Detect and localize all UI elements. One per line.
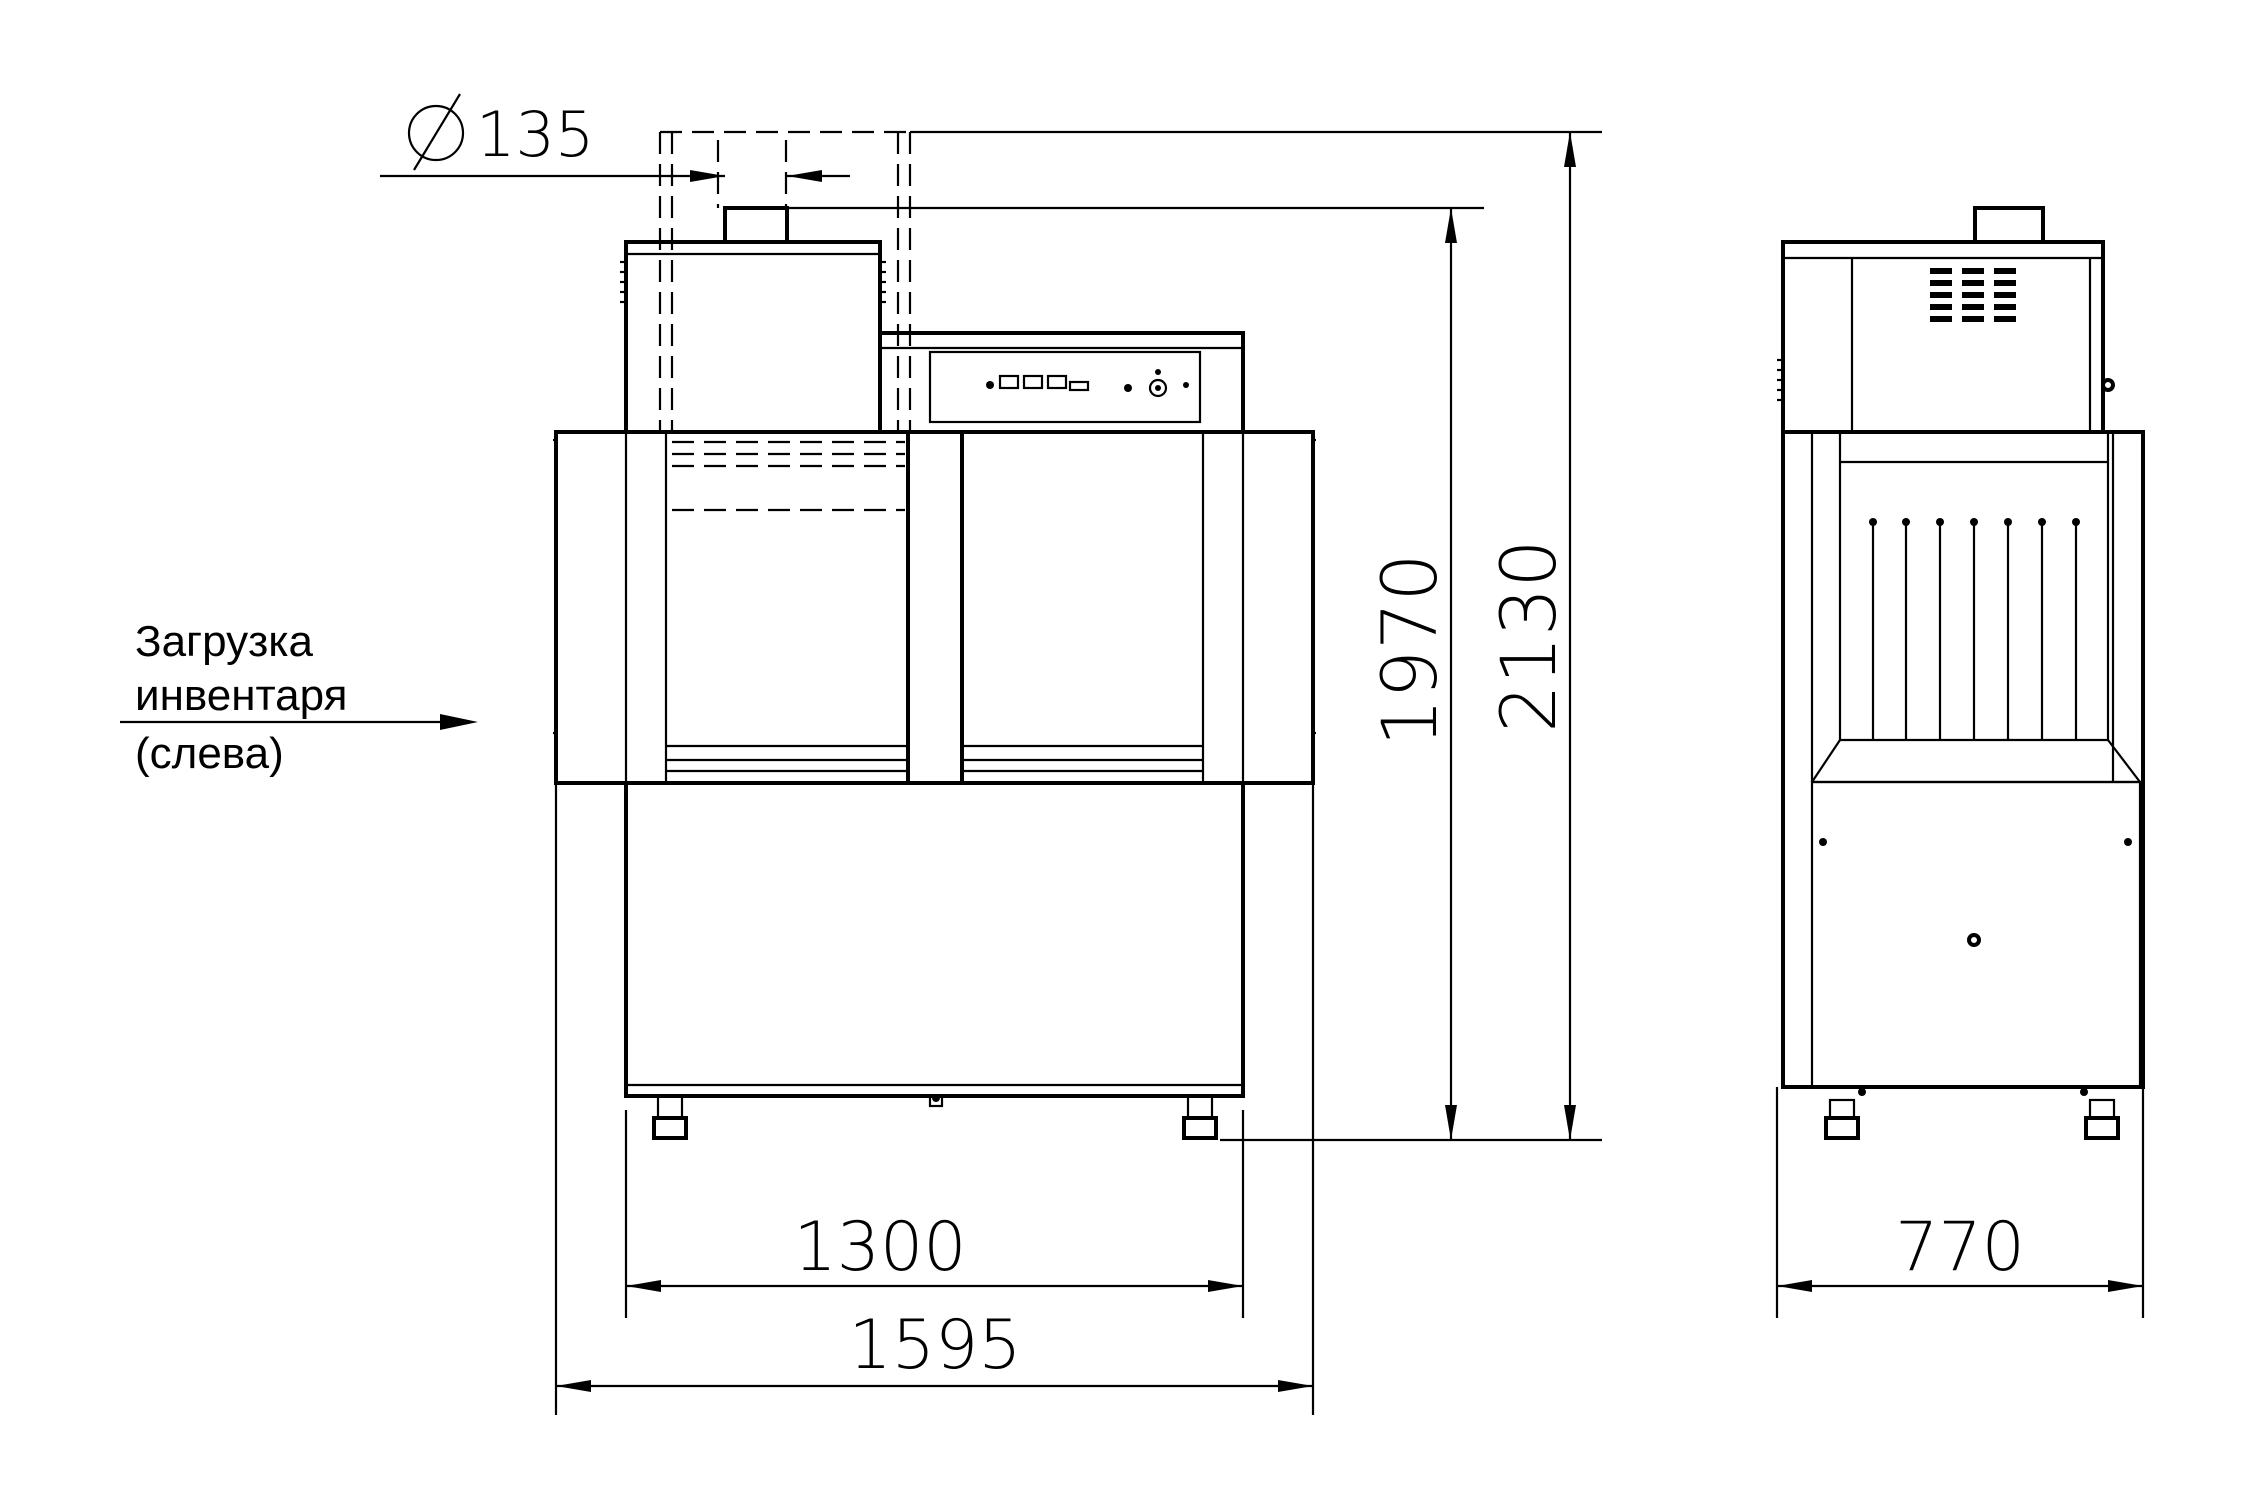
hood-hidden-outline: [658, 130, 912, 432]
loading-note: Загрузка инвентаря (слева): [135, 617, 347, 778]
hood-vent-ridges-right: [880, 260, 886, 304]
body-width-label: 1300: [793, 1208, 966, 1287]
total-height-label: 2130: [1484, 539, 1573, 732]
flue-diameter-label: 135: [407, 93, 594, 171]
side-flue-pipe: [1973, 206, 2045, 244]
side-rack-rods: [1869, 518, 2080, 740]
depth-label: 770: [1895, 1208, 2025, 1287]
body-height-label: 1970: [1365, 553, 1454, 746]
side-view: [1777, 206, 2145, 1140]
tunnel-section: [554, 430, 1315, 785]
hood-vent-ridges-left: [620, 260, 626, 304]
flue-diameter-value: 135: [476, 98, 594, 171]
lower-cabinet: [624, 781, 1245, 1098]
overall-width-label: 1595: [848, 1306, 1021, 1385]
dimension-lines: [120, 130, 2145, 1415]
side-lower-cabinet: [1810, 780, 2142, 1089]
control-panel: [928, 350, 1202, 424]
flue-pipe: [723, 206, 789, 244]
side-hood-louvres: [1930, 268, 2016, 322]
side-feet: [1824, 1098, 2120, 1140]
control-panel-knobs: [986, 369, 1189, 398]
side-tunnel: [1781, 430, 2145, 1089]
exhaust-hood: [624, 240, 882, 434]
front-feet: [652, 1094, 1218, 1140]
loading-note-line-3: (слева): [135, 729, 284, 778]
loading-note-line-2: инвентаря: [135, 671, 347, 720]
front-view: [553, 130, 1316, 1140]
loading-note-line-1: Загрузка: [135, 617, 313, 666]
